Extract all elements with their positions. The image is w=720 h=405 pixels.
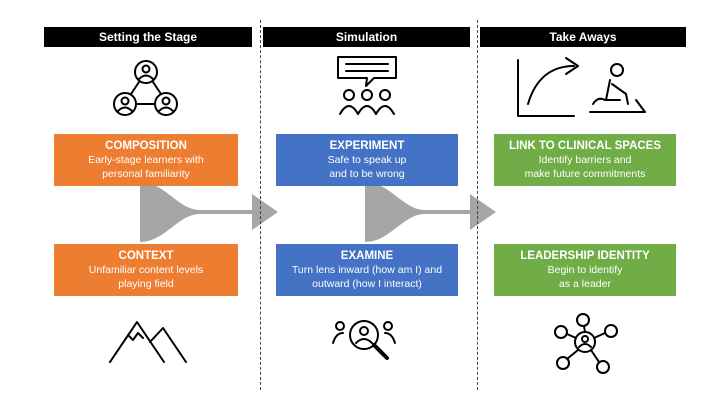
growth-cpr-icon: [517, 57, 646, 117]
context-line1: Unfamiliar content levels: [88, 264, 204, 276]
composition-line2: personal familiarity: [102, 168, 190, 180]
merge-arrow-1: [140, 182, 278, 242]
column-divider-2: [477, 20, 478, 390]
composition-box: COMPOSITION Early-stage learners with pe…: [54, 134, 238, 186]
link-line2: make future commitments: [524, 168, 646, 180]
merge-arrow-2: [365, 182, 496, 242]
link-to-clinical-spaces-box: LINK TO CLINICAL SPACES Identify barrier…: [494, 134, 676, 186]
leadership-line1: Begin to identify: [547, 264, 623, 276]
presentation-audience-icon: [337, 56, 397, 115]
magnifier-team-icon: [332, 320, 396, 360]
leadership-identity-box: LEADERSHIP IDENTITY Begin to identify as…: [494, 244, 676, 296]
leadership-title: LEADERSHIP IDENTITY: [520, 250, 650, 262]
column-header-take-aways: Take Aways: [480, 27, 686, 47]
examine-line1: Turn lens inward (how am I) and: [291, 264, 443, 276]
column-header-setting-the-stage: Setting the Stage: [44, 27, 252, 47]
column-divider-1: [260, 20, 261, 390]
hub-network-icon: [554, 313, 618, 374]
experiment-line1: Safe to speak up: [327, 154, 407, 166]
column-header-simulation: Simulation: [263, 27, 470, 47]
experiment-title: EXPERIMENT: [329, 140, 405, 152]
examine-title: EXAMINE: [340, 250, 394, 262]
experiment-line2: and to be wrong: [329, 168, 405, 180]
mountains-icon: [109, 321, 187, 363]
examine-box: EXAMINE Turn lens inward (how am I) and …: [276, 244, 458, 296]
examine-line2: outward (how I interact): [312, 278, 422, 290]
composition-title: COMPOSITION: [105, 140, 187, 152]
context-line2: playing field: [118, 278, 174, 290]
experiment-box: EXPERIMENT Safe to speak up and to be wr…: [276, 134, 458, 186]
link-title: LINK TO CLINICAL SPACES: [508, 140, 662, 152]
context-title: CONTEXT: [118, 250, 174, 262]
leadership-line2: as a leader: [559, 278, 611, 290]
composition-line1: Early-stage learners with: [88, 154, 204, 166]
link-line1: Identify barriers and: [538, 154, 632, 166]
context-box: CONTEXT Unfamiliar content levels playin…: [54, 244, 238, 296]
people-network-icon: [113, 60, 178, 116]
